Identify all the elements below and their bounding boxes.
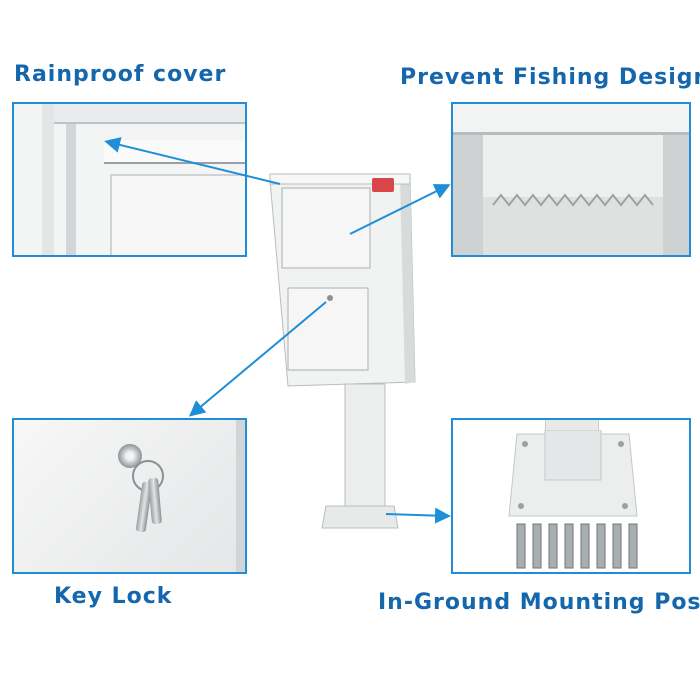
prevent-fishing-detail [451,102,691,257]
base-plate-icon [508,430,638,517]
mail-flag-icon [372,178,394,192]
key-lock-detail [12,418,247,574]
mounting-post-detail [451,418,691,574]
anti-fishing-baffle-icon [483,135,663,207]
key-lock-label: Key Lock [54,584,173,609]
rainproof-cover-label: Rainproof cover [14,62,227,87]
rainproof-cover-detail [12,102,247,257]
anchor-bolts-icon [516,523,638,569]
mounting-post-label: In-Ground Mounting Post [378,590,700,615]
prevent-fishing-label: Prevent Fishing Design [400,65,700,90]
